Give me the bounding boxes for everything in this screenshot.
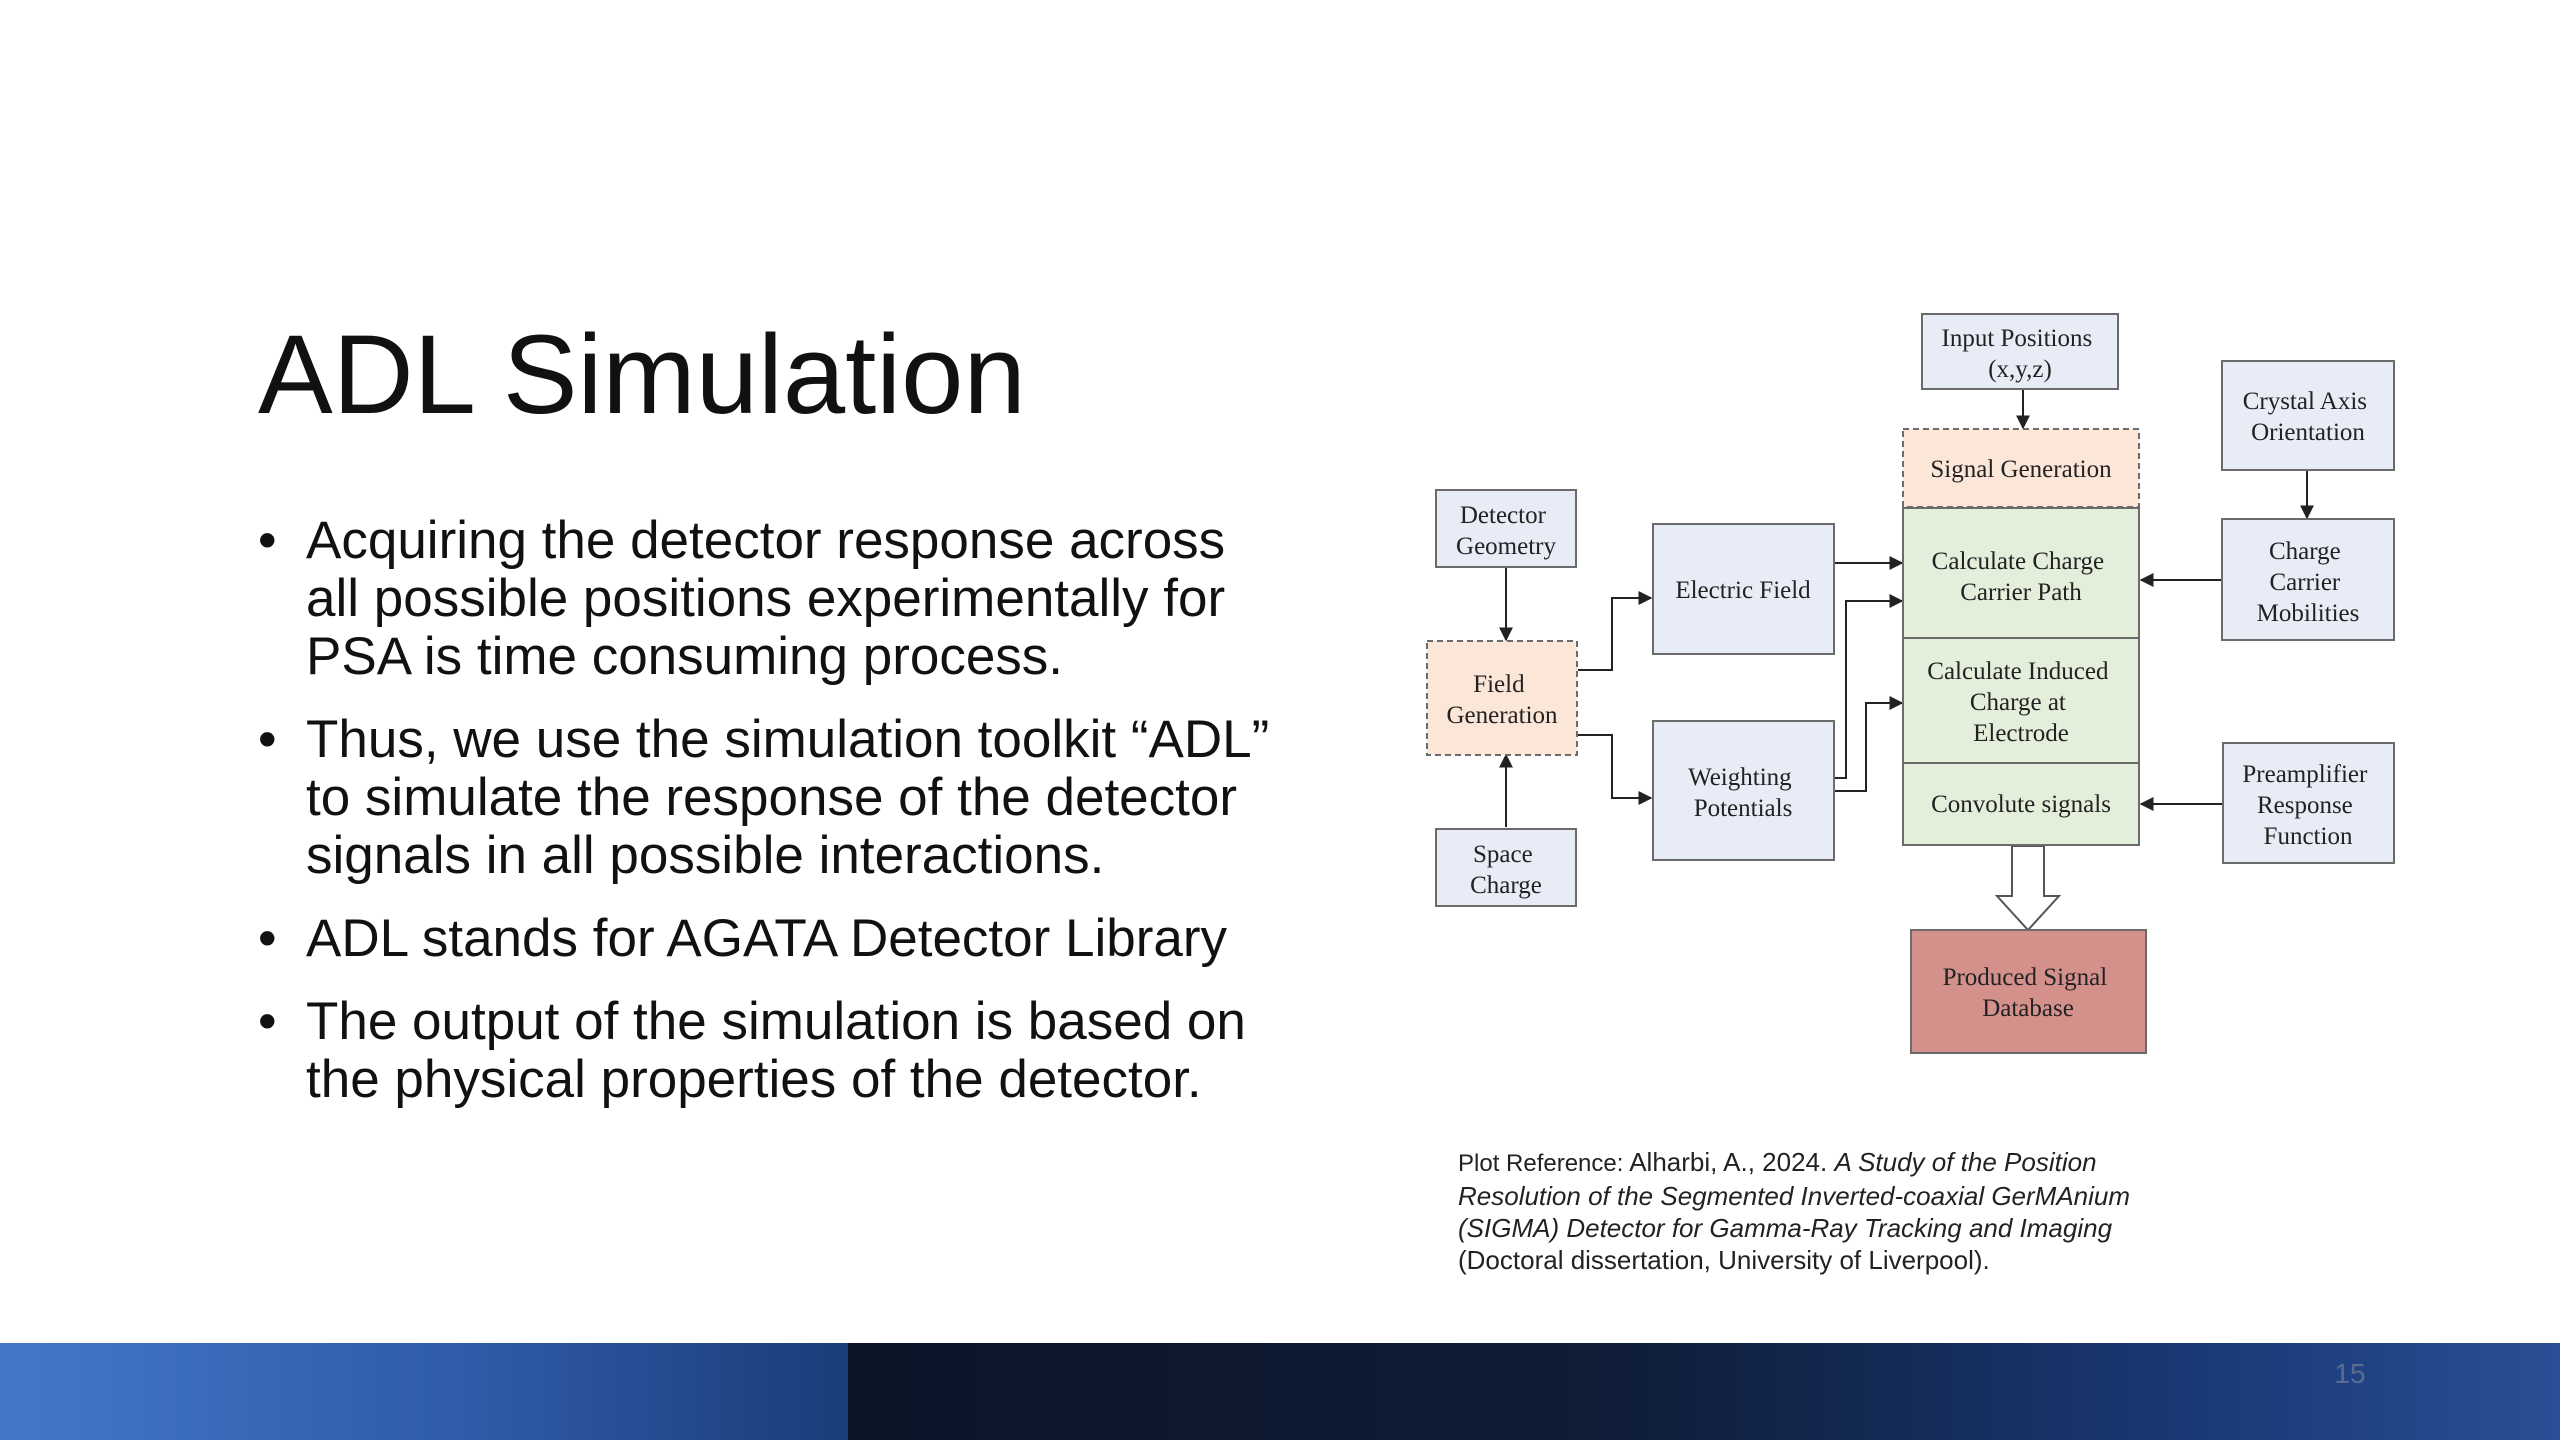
label-field-generation: Field Generation bbox=[1446, 671, 1558, 729]
label-weighting-potentials: Weighting Potentials bbox=[1688, 764, 1798, 822]
label-convolute-signals: Convolute signals bbox=[1931, 791, 2111, 818]
arrow-field-to-weighting bbox=[1578, 734, 1653, 805]
reference-label: Plot Reference: bbox=[1458, 1150, 1624, 1177]
label-detector-geometry: Detector Geometry bbox=[1456, 502, 1556, 560]
bullet-item: • Acquiring the detector response across… bbox=[258, 512, 1288, 686]
bullet-text: Acquiring the detector response across a… bbox=[306, 511, 1226, 686]
box-field-generation bbox=[1426, 640, 1578, 756]
reference-title: A Study of the Position Resolution of th… bbox=[1458, 1147, 2131, 1243]
slide-title: ADL Simulation bbox=[258, 312, 1026, 437]
arrow-weighting-to-induced bbox=[1835, 696, 1904, 792]
box-input-positions bbox=[1921, 313, 2119, 390]
box-space-charge bbox=[1435, 828, 1577, 907]
box-weighting-potentials bbox=[1652, 720, 1835, 861]
label-signal-generation: Signal Generation bbox=[1930, 456, 2112, 483]
bullet-list: • Acquiring the detector response across… bbox=[258, 512, 1288, 1134]
label-electric-field: Electric Field bbox=[1675, 577, 1811, 604]
box-detector-geometry bbox=[1435, 489, 1577, 568]
reference-details: (Doctoral dissertation, University of Li… bbox=[1458, 1245, 1990, 1275]
label-crystal-axis: Crystal Axis Orientation bbox=[2243, 388, 2374, 446]
box-electric-field bbox=[1652, 523, 1835, 655]
box-crystal-axis bbox=[2221, 360, 2395, 471]
footer-band-left bbox=[0, 1343, 848, 1440]
arrow-field-to-efield bbox=[1578, 591, 1653, 671]
reference-authors: Alharbi, A., 2024. bbox=[1623, 1147, 1835, 1177]
bullet-glyph: • bbox=[258, 710, 277, 769]
label-charge-mobilities: Charge Carrier Mobilities bbox=[2257, 538, 2360, 627]
box-produced-database bbox=[1910, 929, 2147, 1054]
label-calc-charge-path: Calculate Charge Carrier Path bbox=[1932, 548, 2111, 606]
bullet-text: ADL stands for AGATA Detector Library bbox=[306, 909, 1228, 968]
label-input-positions: Input Positions (x,y,z) bbox=[1942, 325, 2099, 383]
arrow-weighting-to-path bbox=[1835, 594, 1904, 779]
bullet-glyph: • bbox=[258, 511, 277, 570]
bullet-text: Thus, we use the simulation toolkit “ADL… bbox=[306, 710, 1270, 885]
bullet-glyph: • bbox=[258, 909, 277, 968]
bullet-glyph: • bbox=[258, 992, 277, 1051]
box-convolute-signals bbox=[1902, 762, 2140, 846]
box-signal-generation bbox=[1902, 428, 2140, 508]
adl-flow-diagram: Input Positions (x,y,z) Signal Generatio… bbox=[1426, 313, 2395, 1054]
connector-lines bbox=[1499, 389, 2314, 827]
page-number: 15 bbox=[2334, 1358, 2366, 1389]
label-space-charge: Space Charge bbox=[1470, 841, 1542, 899]
output-arrow-icon bbox=[1994, 845, 2062, 932]
box-calc-induced-charge bbox=[1902, 637, 2140, 764]
label-produced-database: Produced Signal Database bbox=[1943, 964, 2114, 1022]
box-charge-mobilities bbox=[2221, 518, 2395, 641]
label-calc-induced-charge: Calculate Induced Charge at Electrode bbox=[1927, 658, 2114, 747]
box-calc-charge-path bbox=[1902, 507, 2140, 639]
bullet-item: • ADL stands for AGATA Detector Library bbox=[258, 910, 1288, 968]
bullet-text: The output of the simulation is based on… bbox=[306, 992, 1246, 1109]
bullet-item: • Thus, we use the simulation toolkit “A… bbox=[258, 711, 1288, 885]
footer-band-right bbox=[848, 1343, 2560, 1440]
label-preamplifier: Preamplifier Response Function bbox=[2242, 761, 2373, 850]
box-preamplifier bbox=[2222, 742, 2395, 864]
bullet-item: • The output of the simulation is based … bbox=[258, 993, 1288, 1109]
plot-reference: Plot Reference: Alharbi, A., 2024. A Stu… bbox=[1458, 1146, 2158, 1276]
